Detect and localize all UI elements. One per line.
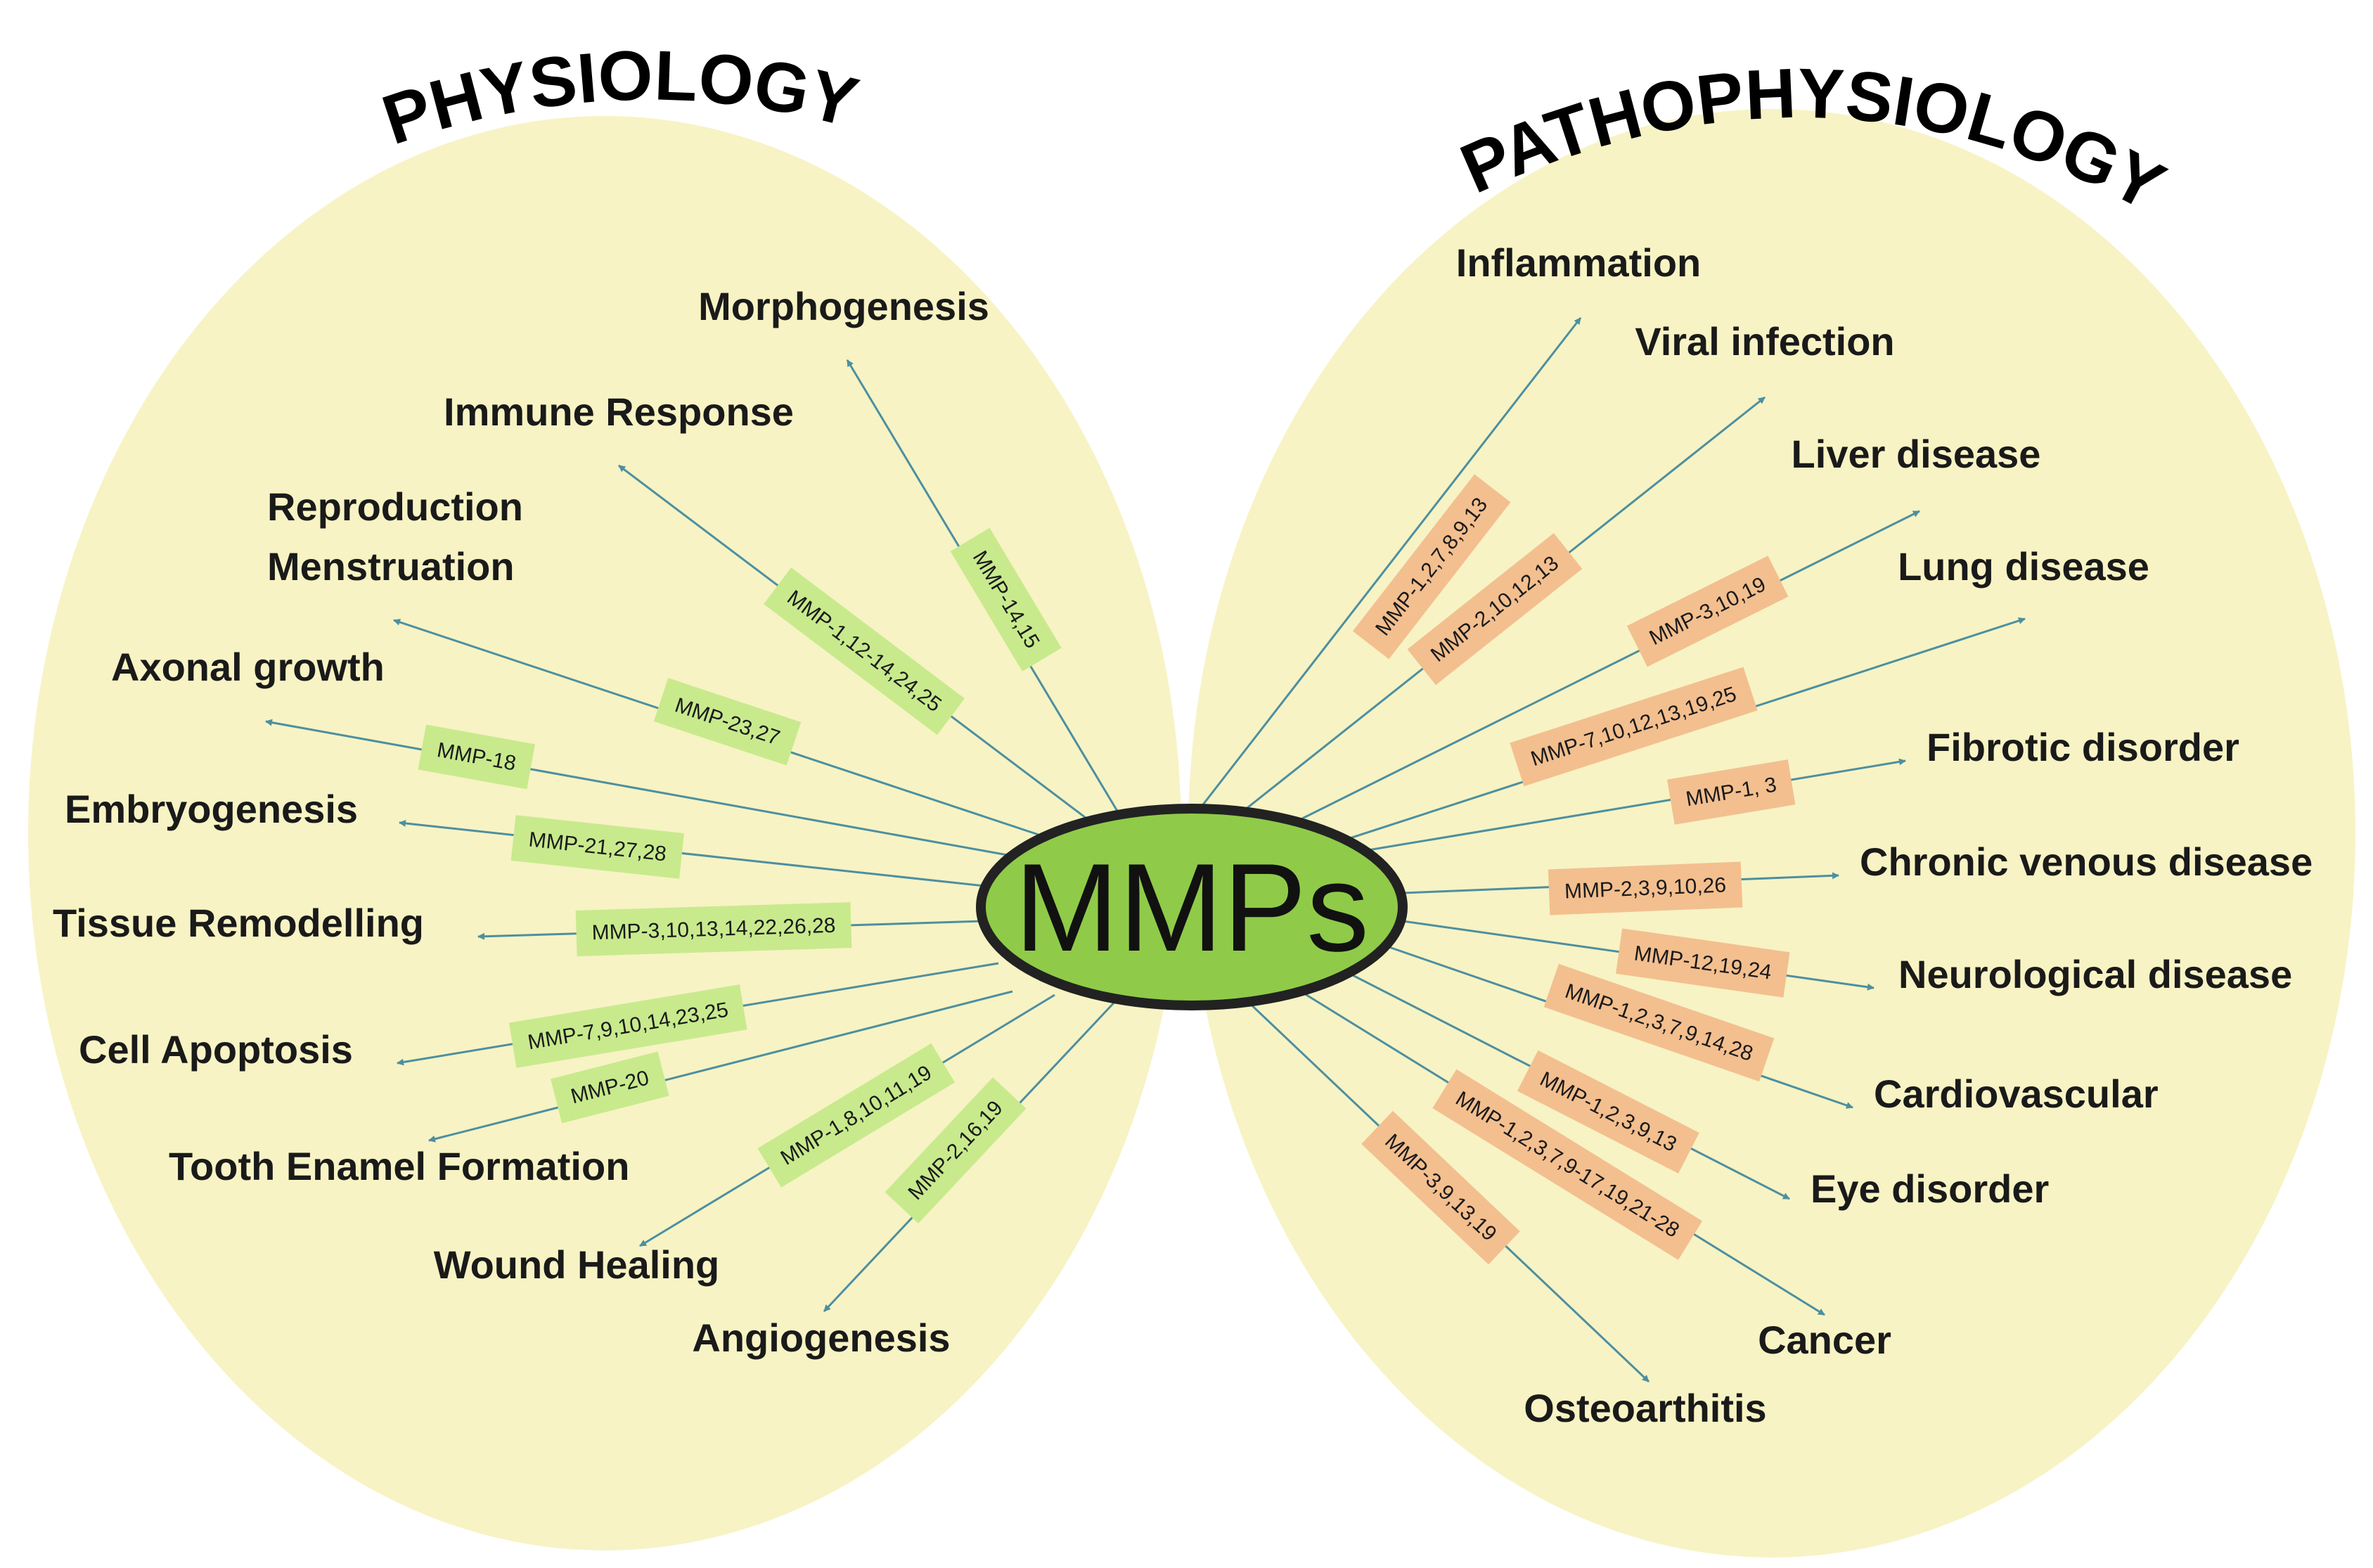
pathophysiology-cancer-label: Cancer bbox=[1758, 1318, 1891, 1362]
physiology-tooth-enamel-formation-arrow bbox=[428, 990, 1013, 1143]
physiology-cell-apoptosis-label: Cell Apoptosis bbox=[79, 1027, 353, 1072]
center-label: MMPs bbox=[1015, 837, 1369, 977]
physiology-tissue-remodelling-label: Tissue Remodelling bbox=[53, 901, 424, 945]
pathophysiology-chronic-venous-disease-branch: MMP-2,3,9,10,26 Chronic venous disease bbox=[1402, 840, 2313, 915]
pathophysiology-chronic-venous-disease-mmp-badge-bg bbox=[1548, 861, 1743, 915]
pathophysiology-fibrotic-disorder-mmp-badge: MMP-1, 3 bbox=[1667, 759, 1796, 825]
pathophysiology-cardiovascular-label: Cardiovascular bbox=[1874, 1072, 2159, 1116]
physiology-tissue-remodelling-mmp-badge-bg bbox=[575, 902, 852, 956]
pathophysiology-viral-infection-label: Viral infection bbox=[1635, 319, 1894, 364]
physiology-reproduction-label: Reproduction bbox=[267, 484, 523, 529]
center-ellipse bbox=[976, 804, 1408, 1010]
pathophysiology-fibrotic-disorder-arrow bbox=[1363, 758, 1906, 852]
physiology-axonal-growth-label: Axonal growth bbox=[111, 645, 385, 689]
physiology-morphogenesis-label: Morphogenesis bbox=[698, 284, 989, 328]
physiology-tooth-enamel-formation-mmp-badge: MMP-20 bbox=[551, 1051, 669, 1124]
physiology-reproduction-mmp-badge-bg bbox=[653, 678, 802, 766]
pathophysiology-neurological-disease-mmp-badge: MMP-12,19,24 bbox=[1616, 928, 1790, 998]
pathophysiology-viral-infection-mmp-badge-bg bbox=[1407, 533, 1583, 686]
pathophysiology-neurological-disease-branch: MMP-12,19,24 Neurological disease bbox=[1402, 920, 2292, 998]
pathophysiology-inflammation-label: Inflammation bbox=[1456, 240, 1701, 285]
physiology-immune-response-mmp-badge-bg bbox=[764, 567, 965, 735]
physiology-wound-healing-mmp-badge-bg bbox=[757, 1043, 956, 1188]
physiology-axonal-growth-branch: MMP-18 Axonal growth bbox=[111, 645, 1024, 859]
pathophysiology-neurological-disease-mmp-badge-bg bbox=[1616, 928, 1790, 998]
physiology-immune-response-label: Immune Response bbox=[444, 390, 794, 434]
physiology-angiogenesis-mmp-badge-bg bbox=[885, 1077, 1027, 1223]
physiology-embryogenesis-label: Embryogenesis bbox=[65, 787, 358, 831]
physiology-tooth-enamel-formation-mmp-badge-bg bbox=[551, 1051, 669, 1124]
physiology-axonal-growth-mmp-badge: MMP-18 bbox=[418, 724, 535, 790]
pathophysiology-fibrotic-disorder-branch: MMP-1, 3 Fibrotic disorder bbox=[1363, 725, 2239, 852]
physiology-axonal-growth-mmp-badge-bg bbox=[418, 724, 535, 790]
pathophysiology-liver-disease-label: Liver disease bbox=[1792, 432, 2041, 476]
physiology-embryogenesis-mmp-badge: MMP-21,27,28 bbox=[510, 815, 685, 879]
pathophysiology-lung-disease-mmp-badge-bg bbox=[1510, 667, 1758, 787]
pathophysiology-inflammation-arrow bbox=[1197, 317, 1582, 811]
center-node: MMPs bbox=[976, 804, 1408, 1010]
pathophysiology-cardiovascular-mmp-badge-bg bbox=[1543, 963, 1775, 1082]
pathophysiology-osteoarthitis-mmp-badge-bg bbox=[1361, 1110, 1520, 1265]
physiology-tissue-remodelling-branch: MMP-3,10,13,14,22,26,28 Tissue Remodellin… bbox=[53, 901, 985, 956]
pathophysiology-inflammation-mmp-badge-bg bbox=[1352, 474, 1511, 660]
pathophysiology-neurological-disease-label: Neurological disease bbox=[1898, 952, 2292, 996]
pathophysiology-lung-disease-label: Lung disease bbox=[1898, 544, 2149, 589]
physiology-embryogenesis-branch: MMP-21,27,28 Embryogenesis bbox=[65, 787, 985, 887]
pathophysiology-liver-disease-arrow bbox=[1279, 510, 1920, 831]
physiology-tissue-remodelling-mmp-badge: MMP-3,10,13,14,22,26,28 bbox=[575, 902, 852, 956]
physiology-tooth-enamel-formation-label: Tooth Enamel Formation bbox=[169, 1144, 629, 1188]
physiology-embryogenesis-mmp-badge-bg bbox=[510, 815, 685, 879]
pathophysiology-eye-disorder-mmp-badge-bg bbox=[1517, 1050, 1699, 1174]
pathophysiology-liver-disease-mmp-badge-bg bbox=[1626, 555, 1789, 667]
pathophysiology-chronic-venous-disease-label: Chronic venous disease bbox=[1860, 840, 2313, 884]
physiology-branches: MMP-14,15MorphogenesisMMP-1,12-14,24,25I… bbox=[53, 284, 1119, 1360]
physiology-reproduction-label-2: Menstruation bbox=[267, 544, 515, 589]
physiology-axonal-growth-arrow bbox=[265, 719, 1024, 859]
pathophysiology-fibrotic-disorder-label: Fibrotic disorder bbox=[1927, 725, 2239, 769]
physiology-cell-apoptosis-mmp-badge-bg bbox=[508, 984, 747, 1068]
physiology-embryogenesis-arrow bbox=[399, 819, 985, 887]
pathophysiology-osteoarthitis-label: Osteoarthitis bbox=[1524, 1386, 1766, 1430]
physiology-angiogenesis-label: Angiogenesis bbox=[692, 1316, 950, 1360]
pathophysiology-chronic-venous-disease-mmp-badge: MMP-2,3,9,10,26 bbox=[1548, 861, 1743, 915]
pathophysiology-cancer-mmp-badge-bg bbox=[1432, 1069, 1703, 1260]
pathophysiology-fibrotic-disorder-mmp-badge-bg bbox=[1667, 759, 1796, 825]
physiology-morphogenesis-mmp-badge-bg bbox=[950, 527, 1062, 671]
physiology-wound-healing-label: Wound Healing bbox=[434, 1242, 720, 1287]
pathophysiology-eye-disorder-label: Eye disorder bbox=[1811, 1167, 2049, 1211]
